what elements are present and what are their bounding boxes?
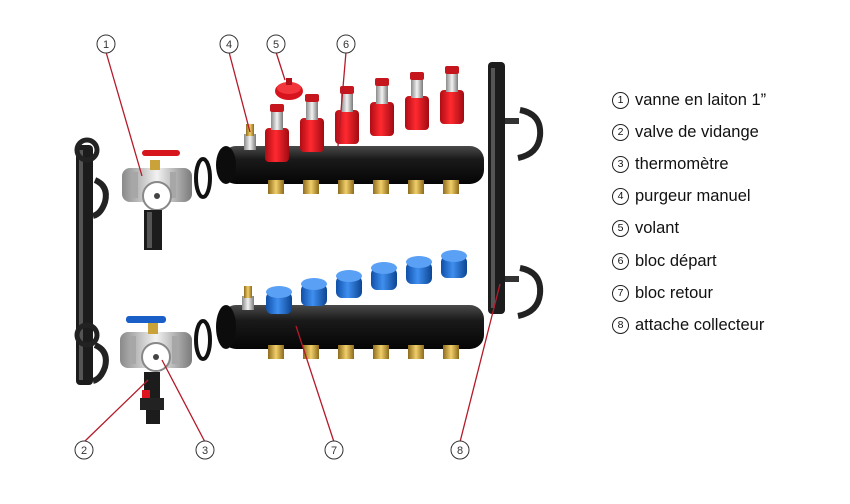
return-caps	[266, 250, 467, 314]
legend-number: 2	[612, 123, 629, 141]
legend-label: valve de vidange	[635, 122, 759, 141]
legend-label: thermomètre	[635, 154, 729, 173]
svg-text:7: 7	[331, 445, 337, 457]
svg-text:1: 1	[103, 39, 109, 51]
legend-label: bloc départ	[635, 251, 717, 270]
left-bracket	[74, 137, 109, 385]
legend-item-8: 8 attache collecteur	[612, 309, 842, 341]
legend-number: 4	[612, 188, 629, 206]
supply-outlets	[268, 180, 459, 194]
callout-7: 7	[324, 440, 344, 460]
legend-label: volant	[635, 219, 680, 238]
manual-bleeder-bottom	[242, 286, 254, 310]
callout-1: 1	[96, 34, 116, 54]
legend-item-1: 1 vanne en laiton 1”	[612, 84, 842, 116]
svg-text:8: 8	[457, 445, 463, 457]
bottom-ball-valve-assembly	[120, 316, 192, 424]
legend-number: 1	[612, 91, 629, 109]
legend-number: 8	[612, 316, 629, 334]
leader-lines	[83, 51, 501, 443]
legend-number: 3	[612, 155, 629, 173]
legend-label: purgeur manuel	[635, 187, 751, 206]
legend: 1 vanne en laiton 1” 2 valve de vidange …	[612, 84, 842, 342]
return-manifold	[194, 250, 484, 361]
svg-text:4: 4	[226, 39, 232, 51]
legend-item-2: 2 valve de vidange	[612, 116, 842, 148]
legend-number: 6	[612, 252, 629, 270]
supply-manifold	[194, 66, 484, 199]
legend-item-3: 3 thermomètre	[612, 148, 842, 180]
legend-number: 5	[612, 220, 629, 238]
legend-item-5: 5 volant	[612, 213, 842, 245]
supply-valve-blocks	[265, 66, 464, 162]
callout-4: 4	[219, 34, 239, 54]
return-outlets	[268, 345, 459, 359]
callout-3: 3	[195, 440, 215, 460]
legend-label: vanne en laiton 1”	[635, 90, 767, 109]
callout-2: 2	[74, 440, 94, 460]
callout-6: 6	[336, 34, 356, 54]
top-ball-valve-assembly	[122, 150, 192, 250]
svg-text:3: 3	[202, 445, 208, 457]
handwheel	[275, 78, 303, 100]
legend-number: 7	[612, 284, 629, 302]
legend-item-7: 7 bloc retour	[612, 277, 842, 309]
legend-label: bloc retour	[635, 283, 713, 302]
svg-text:5: 5	[273, 39, 279, 51]
callout-5: 5	[266, 34, 286, 54]
legend-label: attache collecteur	[635, 315, 765, 334]
callout-8: 8	[450, 440, 470, 460]
right-bracket	[488, 62, 544, 319]
svg-text:2: 2	[81, 445, 87, 457]
svg-text:6: 6	[343, 39, 349, 51]
legend-item-4: 4 purgeur manuel	[612, 181, 842, 213]
manual-bleeder-top	[244, 124, 256, 150]
legend-item-6: 6 bloc départ	[612, 245, 842, 277]
